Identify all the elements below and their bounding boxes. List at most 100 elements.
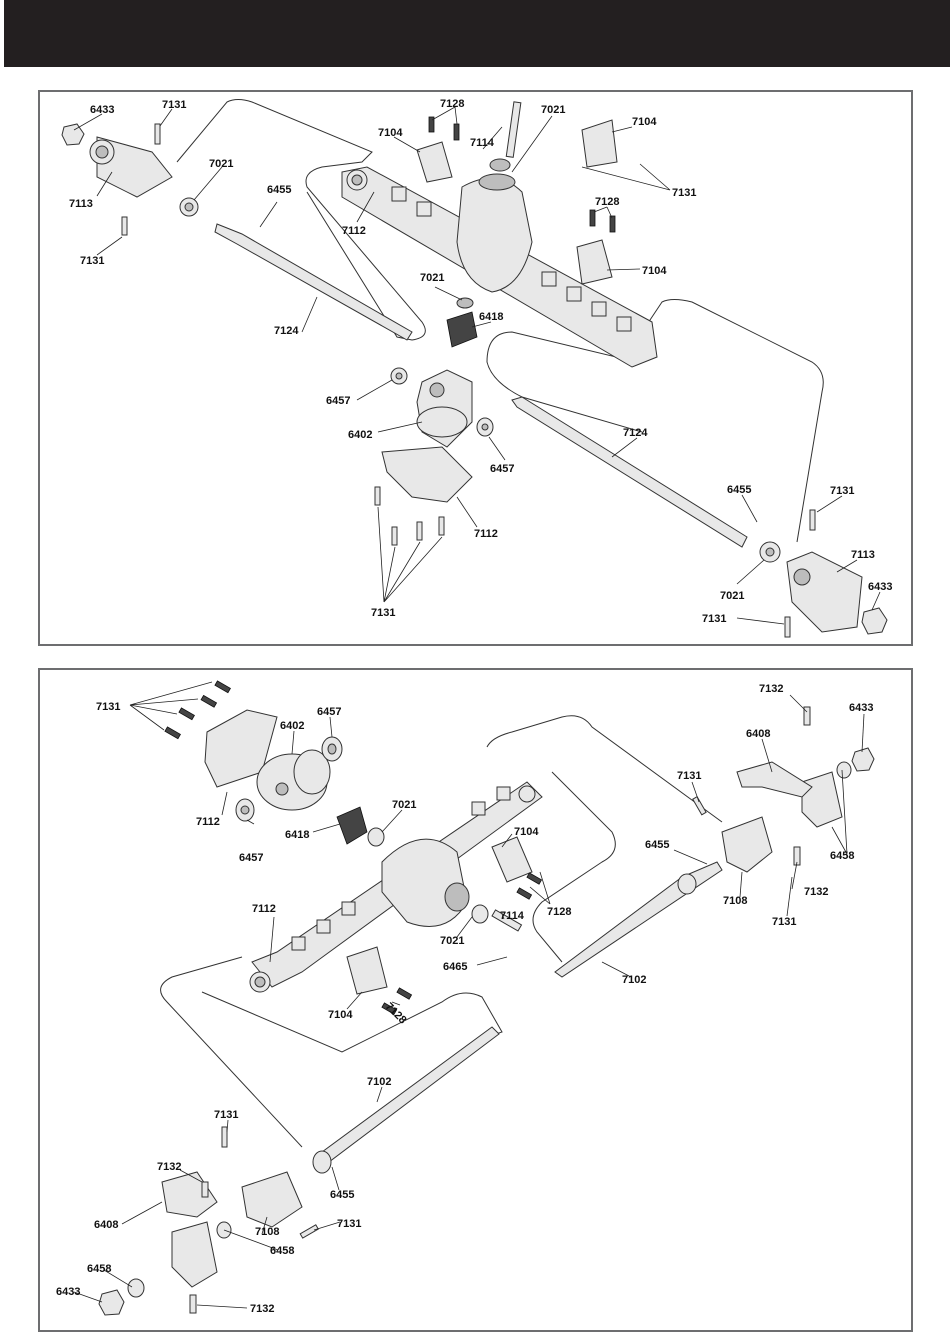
screw-7131-left	[121, 123, 161, 236]
cv-joint-right	[677, 873, 697, 895]
label-6408: 6408	[746, 728, 770, 740]
guide-loop-right-shaft	[486, 299, 824, 543]
screws-7131-cover	[374, 486, 445, 546]
label-6402: 6402	[348, 429, 372, 441]
cv-joint-left	[312, 1150, 332, 1174]
part-labels-rear: 6433 7131 7113 7131 7021 6455 7124 7112 …	[69, 98, 892, 625]
label-7131: 7131	[672, 187, 696, 199]
label-7131: 7131	[702, 613, 726, 625]
screw-7132-left-top	[201, 1181, 209, 1198]
screw-7131-right-bottom	[784, 616, 791, 638]
pinion-shaft-7114	[491, 909, 523, 932]
label-6433: 6433	[56, 1286, 80, 1298]
pinion-gear-6418	[446, 297, 478, 348]
leader-lines-rear	[73, 106, 881, 625]
label-7131: 7131	[772, 916, 796, 928]
screw-7132-right-top	[803, 706, 811, 726]
pinion-shaft-7114	[489, 101, 522, 172]
label-6455: 6455	[727, 484, 751, 496]
label-6457: 6457	[326, 395, 350, 407]
label-7114: 7114	[470, 137, 495, 149]
label-7104: 7104	[328, 1009, 353, 1021]
label-6457: 6457	[239, 852, 263, 864]
label-6458: 6458	[87, 1263, 111, 1275]
screws-7128	[381, 872, 543, 1015]
label-7128: 7128	[440, 98, 464, 110]
label-7114: 7114	[500, 910, 525, 922]
label-7131: 7131	[214, 1109, 238, 1121]
link-mount-7104-b	[581, 119, 618, 168]
bearing-6457-a	[390, 367, 408, 385]
label-7021: 7021	[541, 104, 565, 116]
label-7131: 7131	[677, 770, 701, 782]
nut-6433-right	[861, 607, 888, 635]
label-6455: 6455	[330, 1189, 354, 1201]
label-7128: 7128	[595, 196, 619, 208]
header-bar	[4, 0, 950, 67]
screw-7132-right-bottom	[793, 846, 801, 866]
pinion-gear-6418	[336, 806, 368, 845]
rear-axle-exploded-view: 6433 7131 7113 7131 7021 6455 7124 7112 …	[61, 98, 892, 638]
label-6455: 6455	[645, 839, 669, 851]
label-7113: 7113	[851, 549, 875, 561]
label-7104: 7104	[378, 127, 403, 139]
screw-7132-left-bottom	[189, 1294, 197, 1314]
screws-7131	[164, 680, 231, 740]
label-7021: 7021	[420, 272, 444, 284]
nut-6433-right	[851, 747, 875, 772]
label-7131: 7131	[162, 99, 186, 111]
label-6457: 6457	[317, 706, 341, 718]
screw-7128	[428, 116, 616, 233]
bearing-7021-left	[179, 197, 199, 217]
label-7132: 7132	[759, 683, 783, 695]
label-6455: 6455	[267, 184, 291, 196]
screw-7131-right	[692, 796, 707, 816]
bearing-7021-b	[471, 904, 489, 924]
label-7021: 7021	[392, 799, 416, 811]
axle-shaft-7102-left	[321, 1026, 500, 1163]
screw-7131-left-top	[221, 1126, 228, 1148]
label-7104: 7104	[642, 265, 667, 277]
label-6408: 6408	[94, 1219, 118, 1231]
guide-loop-right-shaft	[486, 715, 723, 963]
label-6402: 6402	[280, 720, 304, 732]
axle-shaft-7124-right	[511, 396, 748, 548]
label-6458: 6458	[830, 850, 854, 862]
label-7112: 7112	[196, 816, 220, 828]
label-7021: 7021	[720, 590, 744, 602]
label-7108: 7108	[723, 895, 747, 907]
differential-6402	[416, 369, 473, 448]
label-6433: 6433	[868, 581, 892, 593]
label-7102: 7102	[367, 1076, 391, 1088]
bearing-6458-right	[836, 761, 852, 779]
label-6433: 6433	[90, 104, 114, 116]
bearing-6457-a	[321, 736, 343, 762]
label-7124: 7124	[274, 325, 299, 337]
label-6433: 6433	[849, 702, 873, 714]
steering-arm-6408-left	[161, 1171, 218, 1218]
label-7102: 7102	[622, 974, 646, 986]
label-7131: 7131	[96, 701, 120, 713]
label-6458: 6458	[270, 1245, 294, 1257]
label-7112: 7112	[342, 225, 366, 237]
rear-axle-diagram-panel: 6433 7131 7113 7131 7021 6455 7124 7112 …	[38, 90, 913, 646]
diff-cover-7112	[381, 446, 473, 503]
label-7104: 7104	[514, 826, 539, 838]
leader-lines-front	[73, 681, 865, 1309]
axle-housing-7112	[341, 166, 658, 368]
axle-hub-7113-right	[786, 551, 863, 633]
screw-7131-left-mid	[299, 1224, 319, 1239]
label-7131: 7131	[371, 607, 395, 619]
axle-hub-7113-left	[89, 136, 173, 198]
label-6457: 6457	[490, 463, 514, 475]
bearing-7021-a	[367, 827, 385, 847]
label-7124: 7124	[623, 427, 648, 439]
differential-6402	[256, 749, 331, 811]
front-axle-exploded-view: 7131 6402 6457 7112 6457 6418 7021 7104 …	[56, 680, 875, 1316]
label-7128: 7128	[383, 1001, 409, 1027]
link-mount-7104-b	[346, 946, 388, 995]
label-7021: 7021	[440, 935, 464, 947]
label-7132: 7132	[157, 1161, 181, 1173]
label-7112: 7112	[474, 528, 498, 540]
steering-arm-6408-right	[736, 761, 813, 798]
